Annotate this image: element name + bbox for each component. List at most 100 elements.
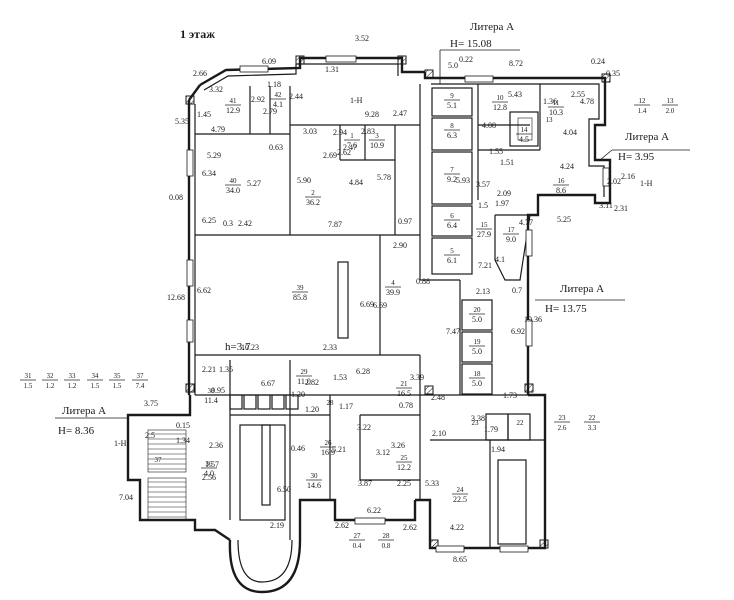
dimension-label: 5.78 [377,173,391,182]
room-area: 36.2 [306,198,320,207]
room-area: 11.4 [204,396,218,405]
legend-area: 2.6 [558,424,567,432]
dimension-label: 4.04 [563,128,577,137]
room-number: 6 [450,212,454,220]
dimension-label: 1.73 [503,391,517,400]
dimension-label: 2.16 [621,172,635,181]
room-number: 7 [450,166,454,174]
room-number: 17 [508,226,516,234]
room-area: 16.5 [397,389,411,398]
legend-number: 31 [25,372,33,380]
room-label: 86.3 [444,122,460,140]
legend-area: 1.4 [638,107,647,115]
litera-leaders [55,49,690,419]
dimension-label: 3.03 [303,127,317,136]
dimension-label: 4.84 [349,178,363,187]
legend-area: 1.5 [113,382,122,390]
dimension-label: 2.33 [323,343,337,352]
room-number: 1 [350,132,354,140]
dimension-label: 6.28 [356,367,370,376]
dimension-label: 1.45 [197,110,211,119]
dimension-label: 2.19 [270,521,284,530]
room-area: 6.1 [447,256,457,265]
dimension-label: 2.92 [251,95,265,104]
dimension-label: 4.1 [495,255,505,264]
legend-area: 1.2 [68,382,77,390]
room-area: 39.9 [386,288,400,297]
dimension-label: 2.47 [343,143,357,152]
room-area: 9.0 [506,235,516,244]
dimension-label: 10.23 [241,343,259,352]
interior-walls [195,84,545,548]
room-number: 3 [375,132,379,140]
room-label: 13 [546,116,554,124]
room-label: 28 [327,399,335,407]
outer-walls [126,56,612,594]
legend-fraction: 377.4 [132,372,148,390]
legend-number: 13 [667,97,675,105]
dimension-label: 1.55 [489,147,503,156]
dimension-label: 2.25 [397,479,411,488]
room-number: 13 [546,116,554,124]
dimension-label: 1.53 [333,373,347,382]
dimension-label: 6.34 [202,169,216,178]
room-area: 12.8 [493,103,507,112]
legend-number: 32 [47,372,55,380]
legend-number: 28 [383,532,391,540]
litera-2-height: H= 3.95 [618,151,655,163]
room-area: 7.6 [347,141,357,150]
litera-2-name: Литера А [625,131,669,143]
dimension-label: 0.3 [223,219,233,228]
dimension-label: 5.93 [456,176,470,185]
dimension-label: 2.90 [393,241,407,250]
dimension-label: 1.35 [219,365,233,374]
dimension-label: 6.92 [511,327,525,336]
room-number: 25 [401,454,409,462]
dimension-label: 6.67 [261,379,275,388]
litera-3-name: Литера А [560,283,604,295]
room-area: 5.0 [472,315,482,324]
dimension-label: 0.22 [459,55,473,64]
dimension-label: 4.78 [580,97,594,106]
room-number: 18 [474,370,482,378]
litera-labels: Литера А H= 15.08 Литера А H= 3.95 Литер… [58,21,669,448]
dimension-label: 5.90 [297,176,311,185]
legend-area: 0.4 [353,542,362,550]
dimension-label: 1.94 [491,445,505,454]
room-number: 8 [450,122,454,130]
legend-fraction: 331.2 [64,372,80,390]
room-label: 205.0 [469,306,485,324]
legend-fraction: 280.8 [378,532,394,550]
room-number: 40 [230,177,238,185]
dimension-label: 1.57 [205,460,219,469]
dimension-label: 3.22 [357,423,371,432]
dimension-label: 2.21 [202,365,216,374]
dimension-label: 6.69 [360,300,374,309]
room-number: 38 [208,387,216,395]
dimension-label: 3.87 [358,479,372,488]
dimension-label: 5.0 [448,61,458,70]
floor-title: 1 этаж [180,27,215,41]
room-label: 424.1 [270,91,286,109]
room-label: 236.2 [305,189,321,207]
room-area: 10.3 [549,108,563,117]
dimension-label: 3.11 [599,201,613,210]
room-number: 42 [275,91,283,99]
dimension-label: 7.87 [328,220,342,229]
room-label: 37 [155,456,163,464]
dimension-label: 3.32 [209,85,223,94]
dimension-label: 0.95 [211,386,225,395]
room-label: 168.6 [553,177,569,195]
room-label: 195.0 [469,338,485,356]
room-area: 4.1 [273,100,283,109]
room-area: 14.6 [307,481,321,490]
dimension-label: 0.08 [169,193,183,202]
dimension-label: 1.51 [500,158,514,167]
